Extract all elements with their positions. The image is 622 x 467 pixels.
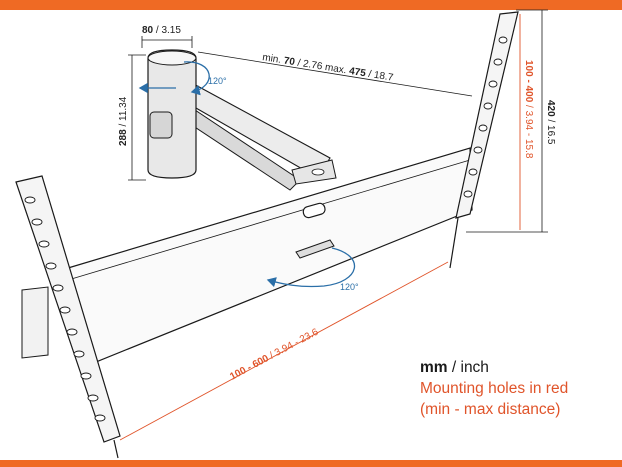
horizontal-bar-edge: [67, 159, 471, 281]
top-accent-bar: [0, 0, 622, 10]
left-rail-screw: [113, 439, 119, 459]
rail-hole: [73, 350, 85, 358]
dim-horizontal-holes-line: [119, 261, 449, 441]
bar-pivot-plate: [295, 239, 335, 259]
legend-unit-mm: mm: [420, 359, 448, 376]
rail-hole: [59, 306, 71, 314]
rail-hole: [488, 80, 498, 88]
legend-units: mm / inch: [420, 357, 620, 378]
rail-hole: [38, 240, 50, 248]
right-vertical-rail: [455, 11, 519, 219]
bar-slot: [302, 202, 326, 219]
horizontal-bar: [67, 147, 473, 367]
rail-hole: [45, 262, 57, 270]
rail-hole: [493, 58, 503, 66]
left-rail-holes: [24, 196, 106, 422]
rail-hole: [483, 102, 493, 110]
right-rail-holes: [463, 36, 508, 198]
rail-hole: [468, 168, 478, 176]
dim-horizontal-holes-label: 100 - 600 / 3.94 - 23.6: [228, 327, 320, 383]
rail-hole: [80, 372, 92, 380]
swivel-bottom-label: 120°: [340, 282, 359, 292]
swivel-top-arrow: [183, 61, 210, 96]
dim-vertical-holes-label: 100 - 400 / 3.94 - 15.8: [523, 60, 534, 159]
rail-hole: [24, 196, 36, 204]
swivel-top-label: 120°: [208, 76, 227, 86]
rail-hole: [498, 36, 508, 44]
rail-hole: [31, 218, 43, 226]
wall-bracket-clamp: [149, 111, 173, 139]
rail-hole: [463, 190, 473, 198]
dim-extension-line: [197, 51, 473, 97]
bottom-accent-bar: [0, 460, 622, 467]
swivel-bottom-arrow: [266, 247, 355, 288]
dim-vertical-total-label: 420 / 16.5: [545, 100, 556, 145]
rail-hole: [66, 328, 78, 336]
legend: mm / inch Mounting holes in red (min - m…: [420, 357, 620, 420]
legend-mounting-holes: Mounting holes in red: [420, 380, 569, 397]
dim-extension-label: min. 70 / 2.76 max. 475 / 18.7: [262, 52, 395, 84]
dim-bracket-width-label: 80 / 3.15: [142, 25, 181, 36]
dim-bracket-height-label: 288 / 11.34: [118, 96, 129, 146]
rail-hole: [87, 394, 99, 402]
legend-distance-note: (min - max distance): [420, 401, 561, 418]
arm-joint-hole: [311, 168, 325, 176]
rail-hole: [52, 284, 64, 292]
rail-hole: [478, 124, 488, 132]
right-rail-screw: [449, 217, 459, 269]
rail-hole: [94, 414, 106, 422]
rail-hole: [473, 146, 483, 154]
wall-bracket-top: [147, 50, 197, 66]
left-wall-plate: [21, 286, 49, 359]
legend-unit-inch: / inch: [447, 359, 489, 376]
